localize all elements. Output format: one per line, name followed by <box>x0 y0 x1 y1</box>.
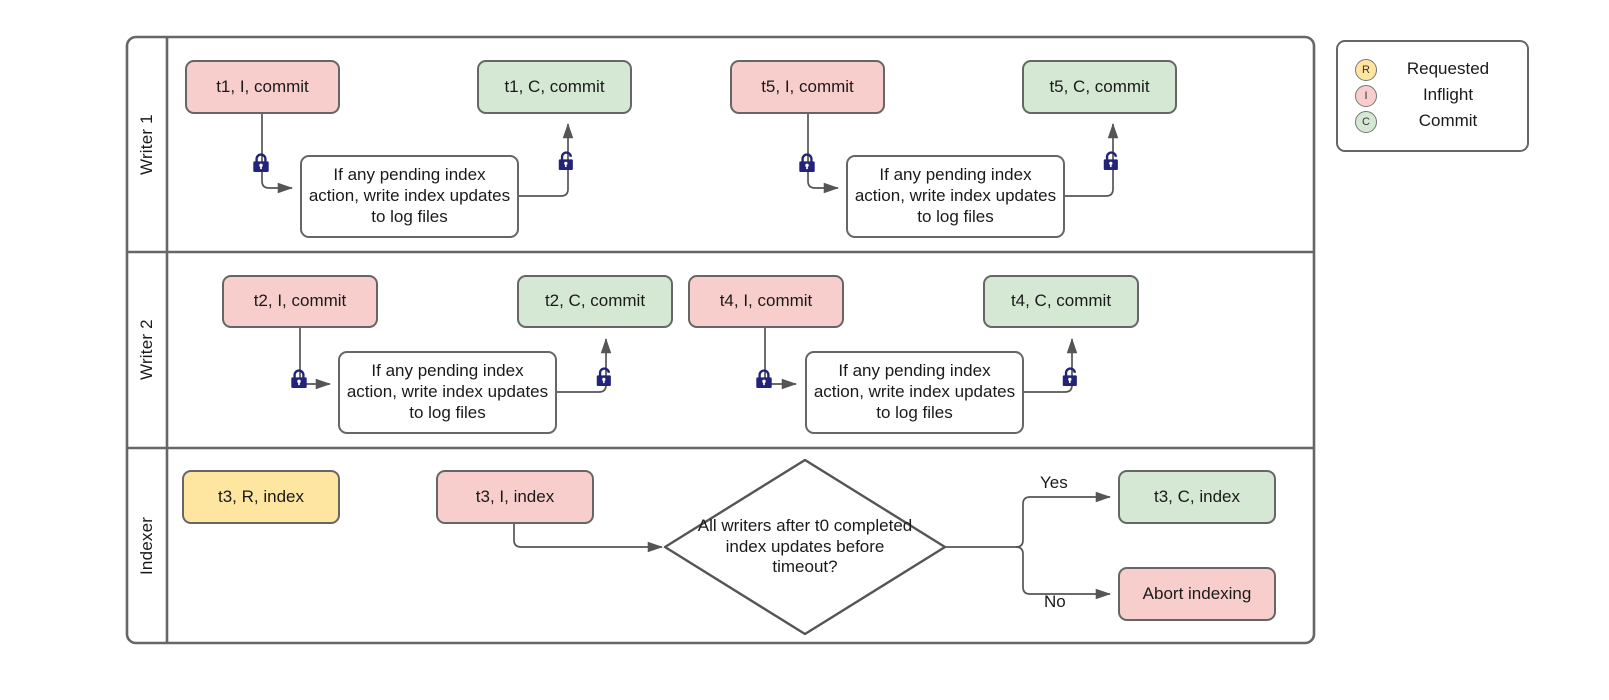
legend-label-requested: Requested <box>1406 59 1490 78</box>
lock-open-icon <box>558 151 573 170</box>
legend-badge-requested: R <box>1355 59 1377 81</box>
node-t1-commit[interactable]: t1, C, commit <box>477 60 632 114</box>
lock-closed-icon <box>799 153 815 172</box>
node-t1-index-action[interactable]: If any pending index action, write index… <box>300 155 519 238</box>
lane-label-writer-1: Writer 1 <box>137 114 156 175</box>
lock-closed-icon <box>291 369 307 388</box>
legend-panel: R Requested I Inflight C Commit <box>1336 40 1529 152</box>
legend-item-commit: C Commit <box>1338 109 1531 135</box>
node-decision-all-writers[interactable]: All writers after t0 completed index upd… <box>697 515 913 577</box>
node-t5-commit[interactable]: t5, C, commit <box>1022 60 1177 114</box>
lock-closed-icon <box>756 369 772 388</box>
swimlane-frame <box>125 35 1316 645</box>
edge-label-no: No <box>1044 592 1066 611</box>
node-t4-commit[interactable]: t4, C, commit <box>983 275 1139 328</box>
node-abort-indexing[interactable]: Abort indexing <box>1118 567 1276 621</box>
node-t3-commit[interactable]: t3, C, index <box>1118 470 1276 524</box>
legend-item-inflight: I Inflight <box>1338 83 1531 109</box>
lock-open-icon <box>1103 151 1118 170</box>
node-t4-inflight[interactable]: t4, I, commit <box>688 275 844 328</box>
lock-open-icon <box>596 367 611 386</box>
legend-item-requested: R Requested <box>1338 57 1531 83</box>
node-t2-inflight[interactable]: t2, I, commit <box>222 275 378 328</box>
legend-badge-inflight: I <box>1355 85 1377 107</box>
lane-label-indexer: Indexer <box>137 516 156 575</box>
node-t2-index-action[interactable]: If any pending index action, write index… <box>338 351 557 434</box>
node-t3-inflight[interactable]: t3, I, index <box>436 470 594 524</box>
lane-label-writer-2: Writer 2 <box>137 319 156 381</box>
legend-label-inflight: Inflight <box>1422 85 1474 104</box>
node-t5-index-action[interactable]: If any pending index action, write index… <box>846 155 1065 238</box>
node-t4-index-action[interactable]: If any pending index action, write index… <box>805 351 1024 434</box>
legend-badge-commit: C <box>1355 111 1377 133</box>
node-t2-commit[interactable]: t2, C, commit <box>517 275 673 328</box>
edge-label-yes: Yes <box>1040 473 1068 492</box>
node-t3-requested[interactable]: t3, R, index <box>182 470 340 524</box>
lock-closed-icon <box>253 153 269 172</box>
node-t5-inflight[interactable]: t5, I, commit <box>730 60 885 114</box>
node-t1-inflight[interactable]: t1, I, commit <box>185 60 340 114</box>
lock-open-icon <box>1062 367 1077 386</box>
legend-label-commit: Commit <box>1418 111 1478 130</box>
